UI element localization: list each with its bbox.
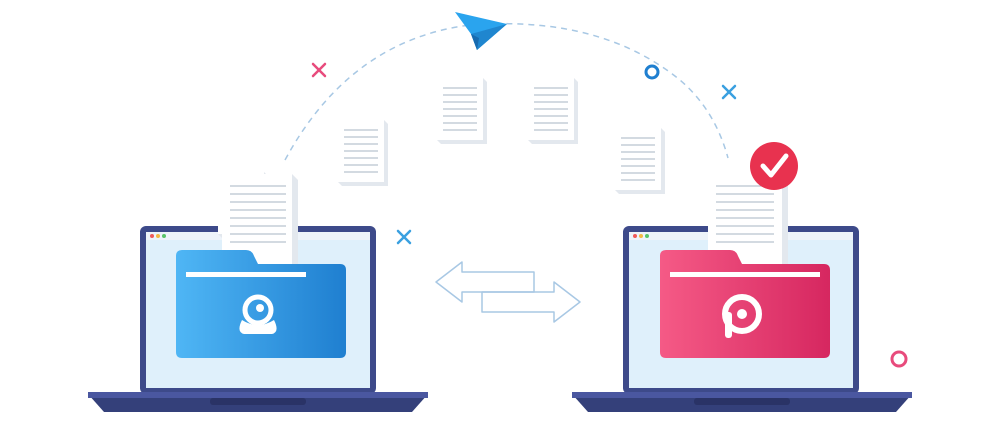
checkmark-badge-icon xyxy=(750,142,798,190)
webcam-user-icon xyxy=(239,294,277,334)
ring-dot-icon xyxy=(644,64,660,80)
ring-dot-icon xyxy=(890,350,908,368)
document-icon xyxy=(436,77,488,145)
document-icon xyxy=(337,119,389,187)
transfer-path xyxy=(284,22,729,161)
document-icon xyxy=(527,77,579,145)
x-mark-icon xyxy=(396,229,412,245)
x-mark-icon xyxy=(721,84,737,100)
source-folder xyxy=(176,250,346,358)
x-mark-icon xyxy=(311,62,327,78)
paper-plane-icon xyxy=(455,12,507,50)
p-logo-icon xyxy=(722,294,762,338)
destination-folder xyxy=(660,250,830,358)
document-icon xyxy=(222,174,298,272)
two-way-arrows-icon xyxy=(435,261,581,323)
document-icon xyxy=(614,127,666,195)
